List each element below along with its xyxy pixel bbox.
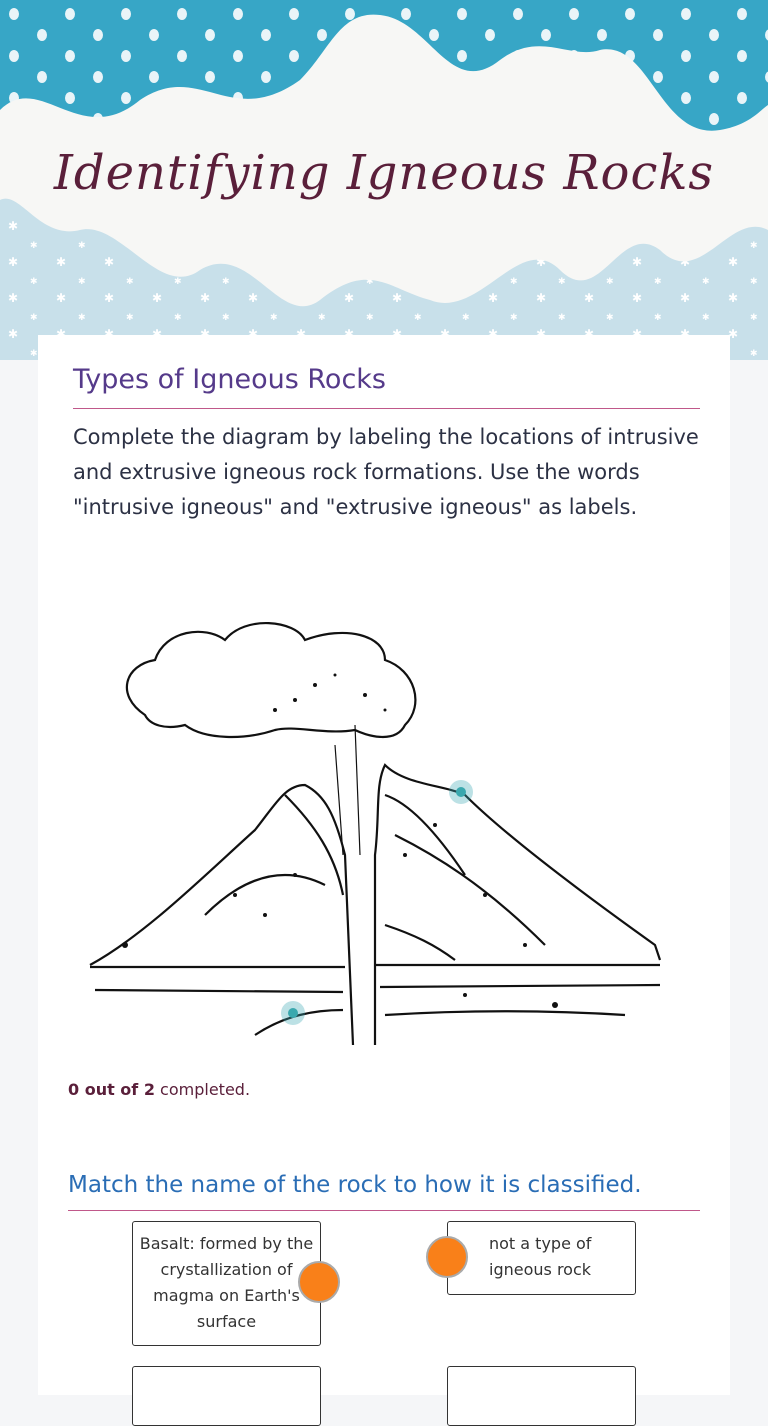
divider <box>73 408 700 409</box>
label-hotspot-intrusive[interactable] <box>281 1001 305 1025</box>
banner-art: ✱ ✱ <box>0 0 768 360</box>
match-left-item[interactable]: Basalt: formed by the crystallization of… <box>132 1221 321 1346</box>
header-banner: ✱ ✱ Identifying Igneous Rocks <box>0 0 768 360</box>
label-hotspot-extrusive[interactable] <box>449 780 473 804</box>
completion-label: completed. <box>154 1080 251 1099</box>
volcano-drawing <box>89 621 662 1046</box>
match-left-item[interactable] <box>132 1366 321 1426</box>
completion-count: 0 out of 2 <box>68 1080 155 1099</box>
worksheet-card <box>38 335 730 1395</box>
instructions-text: Complete the diagram by labeling the loc… <box>73 425 699 519</box>
page-title: Identifying Igneous Rocks <box>53 145 715 201</box>
volcano-diagram <box>85 615 675 1055</box>
section-heading-types: Types of Igneous Rocks <box>73 364 386 395</box>
divider <box>68 1210 700 1211</box>
completion-status: 0 out of 2 completed. <box>68 1080 250 1099</box>
match-right-item[interactable]: not a type of igneous rock <box>447 1221 636 1295</box>
match-connector-left[interactable] <box>298 1261 340 1303</box>
match-connector-right[interactable] <box>426 1236 468 1278</box>
match-right-item[interactable] <box>447 1366 636 1426</box>
section-heading-match: Match the name of the rock to how it is … <box>68 1172 642 1198</box>
